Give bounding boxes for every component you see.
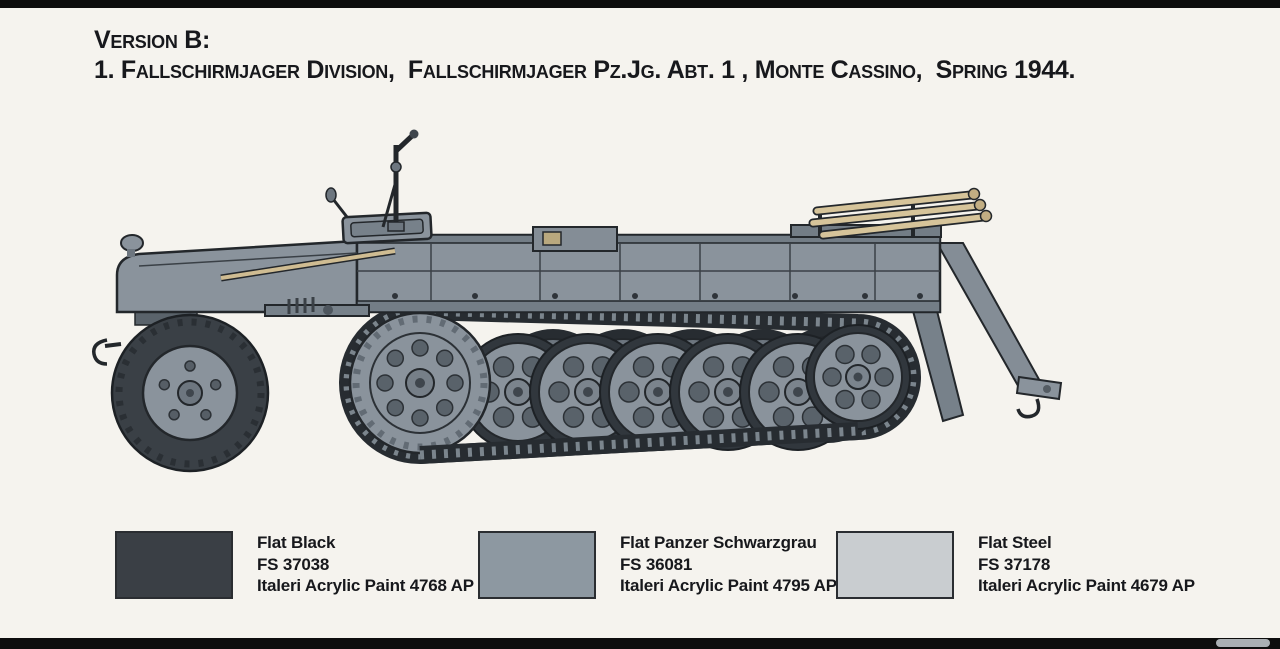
- drive-sprocket: [348, 311, 492, 455]
- running-board: [264, 304, 370, 317]
- page-corner-artifact: [1216, 639, 1270, 647]
- front-tow-hook: [92, 338, 122, 366]
- headlight: [120, 234, 144, 252]
- rear-towing-frame: [935, 242, 1063, 419]
- paint-fs-code: FS 37178: [978, 554, 1051, 574]
- paint-product-code: Italeri Acrylic Paint 4768 AP: [257, 576, 474, 595]
- stowed-tow-bar: [220, 247, 396, 282]
- legend-item-flat-panzer-schwarzgrau: Flat Panzer Schwarzgrau FS 36081 Italeri…: [478, 531, 837, 599]
- halftrack-side-view: [92, 129, 1063, 473]
- stowed-poles: [808, 187, 993, 240]
- hinge-dots: [392, 293, 923, 299]
- paint-name: Flat Steel: [978, 533, 1052, 552]
- paint-product-code: Italeri Acrylic Paint 4679 AP: [978, 576, 1195, 595]
- legend-item-flat-steel: Flat Steel FS 37178 Italeri Acrylic Pain…: [836, 531, 1195, 599]
- rear-mudguard: [911, 310, 965, 423]
- track-bottom-run: [419, 422, 859, 464]
- legend-item-flat-black: Flat Black FS 37038 Italeri Acrylic Pain…: [115, 531, 474, 599]
- vehicle-illustration: [75, 115, 1075, 495]
- paint-swatch: [478, 531, 596, 599]
- body-side: [355, 233, 942, 314]
- paint-fs-code: FS 36081: [620, 554, 693, 574]
- rear-tow-hook: [1016, 398, 1041, 419]
- top-border-bar: [0, 0, 1280, 8]
- front-wheel: [110, 313, 270, 473]
- mirror: [325, 187, 349, 218]
- paint-name: Flat Panzer Schwarzgrau: [620, 533, 817, 552]
- paint-name: Flat Black: [257, 533, 336, 552]
- idler-wheel: [805, 324, 911, 430]
- paint-fs-code: FS 37038: [257, 554, 330, 574]
- header: Version B: 1. Fallschirmjager Division, …: [94, 25, 1075, 85]
- paint-product-code: Italeri Acrylic Paint 4795 AP: [620, 576, 837, 595]
- paint-swatch: [115, 531, 233, 599]
- hood-vents: [287, 297, 315, 314]
- bottom-border-bar: [0, 638, 1280, 649]
- paint-legend: Flat Black FS 37038 Italeri Acrylic Pain…: [0, 531, 1280, 611]
- hull: [92, 129, 993, 366]
- mg-mount-mast: [381, 129, 419, 232]
- paint-swatch: [836, 531, 954, 599]
- body-skirt: [356, 300, 941, 313]
- scheme-title: 1. Fallschirmjager Division, Fallschirmj…: [94, 56, 1076, 84]
- stowage-box: [532, 226, 618, 252]
- version-label: Version B:: [94, 26, 211, 54]
- panel-seams: [357, 243, 940, 301]
